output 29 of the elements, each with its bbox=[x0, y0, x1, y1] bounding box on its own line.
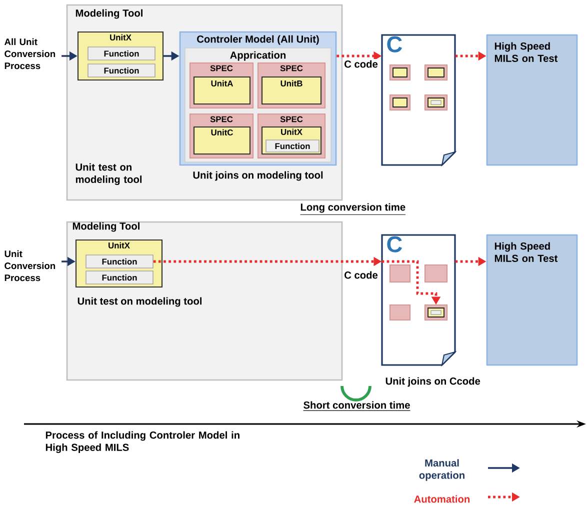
unit-box: UnitB bbox=[261, 76, 322, 105]
process-label: All Unit Conversion Process bbox=[4, 38, 56, 70]
note: Process of Including Controler Model in High Speed MILS bbox=[46, 431, 240, 454]
code-block bbox=[424, 304, 448, 321]
note: Short conversion time bbox=[303, 401, 411, 411]
code-block bbox=[389, 304, 411, 321]
code-block bbox=[389, 94, 411, 111]
code-block bbox=[424, 264, 448, 283]
edge-label: C code bbox=[342, 270, 380, 280]
code-block bbox=[389, 64, 411, 81]
function-box: Function bbox=[266, 140, 320, 152]
legend-text: Manual operation bbox=[419, 459, 464, 481]
function-box: Function bbox=[88, 46, 156, 60]
node-label: Unit joins on modeling tool bbox=[193, 171, 323, 181]
node-label: Unit joins on Ccode bbox=[386, 377, 480, 387]
code-block bbox=[424, 64, 448, 81]
note: Long conversion time bbox=[300, 203, 406, 215]
edge-label: C code bbox=[342, 58, 380, 70]
unit-box: UnitA bbox=[193, 76, 251, 105]
process-label: Unit Conversion Process bbox=[4, 250, 56, 282]
code-block bbox=[424, 94, 448, 111]
code-block bbox=[389, 264, 411, 283]
unit-box: UnitC bbox=[193, 126, 251, 155]
test-box: High Speed MILS on Test bbox=[486, 234, 578, 366]
function-box: Function bbox=[86, 254, 154, 268]
function-box: Function bbox=[88, 64, 156, 78]
legend-text: Automation bbox=[414, 495, 470, 503]
function-box: Function bbox=[86, 270, 154, 284]
test-box: High Speed MILS on Test bbox=[486, 34, 578, 166]
